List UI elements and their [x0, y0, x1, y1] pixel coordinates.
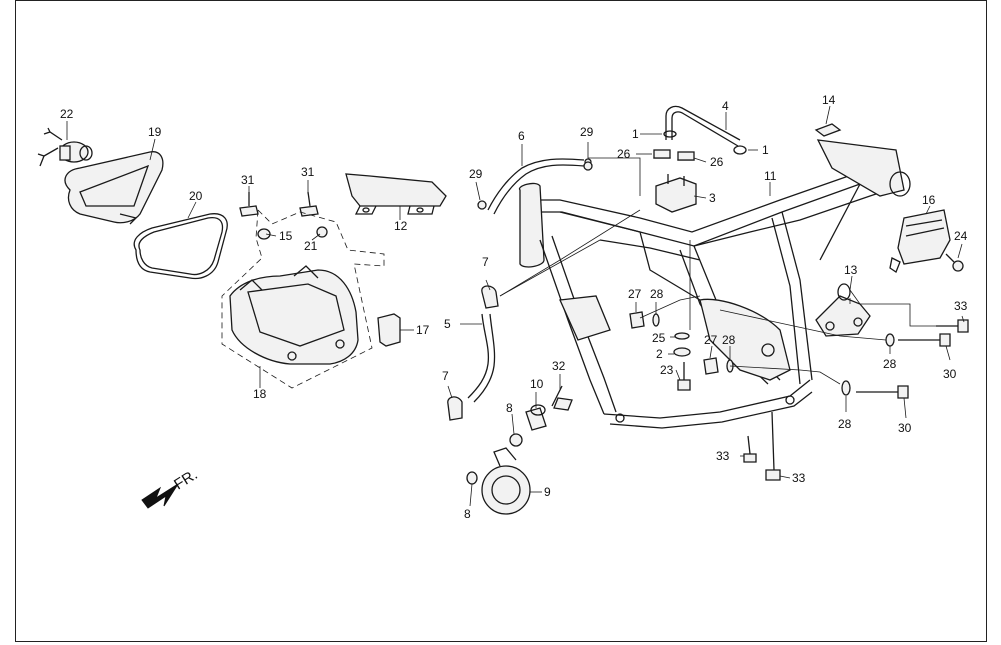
callout-18: 18 [253, 387, 267, 401]
clip-7b-part [447, 396, 463, 421]
callout-25: 25 [652, 331, 666, 345]
front-direction-label: FR. [171, 466, 201, 493]
tube-4-part [665, 105, 741, 147]
callout-33: 33 [716, 449, 730, 463]
bracket-12-part [345, 173, 447, 215]
callout-33: 33 [792, 471, 806, 485]
callout-15: 15 [279, 229, 293, 243]
bolt-33c-part [765, 411, 781, 481]
clamp-1b-part [733, 145, 747, 155]
callout-28: 28 [722, 333, 736, 347]
callout-28: 28 [838, 417, 852, 431]
callout-16: 16 [922, 193, 936, 207]
bolt-33a-part [936, 319, 969, 333]
main-frame-11-part [518, 139, 911, 429]
front-direction-arrow [141, 483, 179, 509]
callout-27: 27 [704, 333, 718, 347]
clip-29b-part [477, 200, 487, 210]
callout-20: 20 [189, 189, 203, 203]
callout-1: 1 [762, 143, 769, 157]
seal-gasket-part [133, 213, 228, 280]
collar-10-part [525, 404, 547, 431]
callout-30: 30 [943, 367, 957, 381]
bolt-30a-part [898, 333, 951, 347]
callout-7: 7 [482, 255, 489, 269]
washer-28c-part [652, 313, 660, 327]
callout-6: 6 [518, 129, 525, 143]
callout-10: 10 [530, 377, 544, 391]
callout-24: 24 [954, 229, 968, 243]
ignition-switch-part [37, 127, 93, 167]
valve-3-part [655, 174, 697, 213]
bolt-24-part [945, 253, 964, 272]
callout-21: 21 [304, 239, 318, 253]
callout-31: 31 [241, 173, 255, 187]
washer-28a-part [885, 333, 895, 347]
side-cover-part [64, 151, 164, 225]
callout-5: 5 [444, 317, 451, 331]
callout-22: 22 [60, 107, 74, 121]
callout-31: 31 [301, 165, 315, 179]
callout-27: 27 [628, 287, 642, 301]
clip-nut-14-part [814, 123, 842, 137]
callout-26: 26 [617, 147, 631, 161]
callout-26: 26 [710, 155, 724, 169]
callout-17: 17 [416, 323, 430, 337]
spacer-2-part [673, 347, 691, 357]
cap-26b-part [677, 151, 695, 161]
horn-9-part [481, 447, 531, 515]
callout-3: 3 [709, 191, 716, 205]
grommet-15-part [257, 228, 271, 240]
callout-11: 11 [764, 169, 777, 183]
hose-5-part [467, 313, 496, 403]
cover-assembly-18-part [221, 209, 385, 389]
callout-19: 19 [148, 125, 162, 139]
callout-4: 4 [722, 99, 729, 113]
clip-29a-part [583, 161, 593, 171]
leader-lines [66, 105, 965, 507]
nut-27b-part [703, 357, 719, 375]
callout-30: 30 [898, 421, 912, 435]
callout-13: 13 [844, 263, 858, 277]
washer-8b-part [466, 471, 478, 485]
callout-labels: 22 19 20 31 31 15 21 12 17 18 6 29 29 1 … [60, 93, 968, 521]
callout-23: 23 [660, 363, 674, 377]
diagram-frame [15, 0, 987, 642]
bolt-32-part [551, 385, 573, 411]
bolt-33b-part [743, 435, 757, 463]
block-17-part [377, 313, 401, 347]
callout-7: 7 [442, 369, 449, 383]
bolt-30b-part [856, 385, 909, 399]
callout-2: 2 [656, 347, 663, 361]
callout-32: 32 [552, 359, 566, 373]
callout-12: 12 [394, 219, 408, 233]
cap-26a-part [653, 149, 671, 159]
nut-27a-part [629, 311, 645, 329]
washer-28b-part [841, 380, 851, 396]
callout-28: 28 [883, 357, 897, 371]
callout-29: 29 [580, 125, 594, 139]
callout-28: 28 [650, 287, 664, 301]
clip-7a-part [481, 285, 499, 309]
clamp-1a-part [663, 130, 677, 138]
callout-1: 1 [632, 127, 639, 141]
callout-33: 33 [954, 299, 968, 313]
guard-16-part [889, 209, 951, 273]
bolt-23-part [677, 362, 691, 391]
callout-8: 8 [464, 507, 471, 521]
callout-14: 14 [822, 93, 836, 107]
washer-8a-part [509, 433, 523, 447]
bracket-13-part [815, 283, 871, 337]
callout-9: 9 [544, 485, 551, 499]
callout-8: 8 [506, 401, 513, 415]
washer-25-part [674, 332, 690, 340]
callout-29: 29 [469, 167, 483, 181]
